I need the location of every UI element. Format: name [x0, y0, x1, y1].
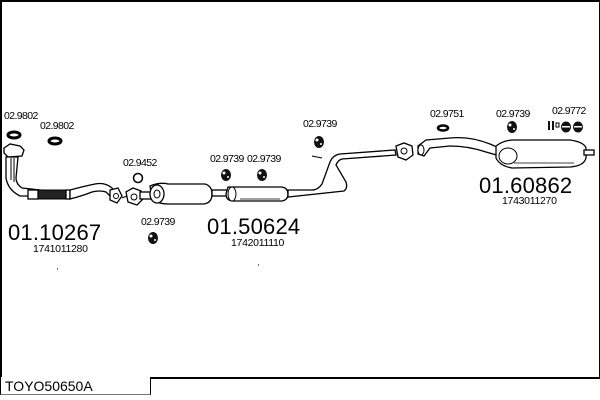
middle-silencer-part[interactable] [121, 142, 414, 206]
accessory-ref: 02.9802 [40, 120, 74, 132]
pipe-collar [27, 189, 39, 200]
accessory-ref: 02.9739 [141, 216, 175, 228]
accessory-ref: 02.9739 [210, 153, 244, 165]
rear-silencer-body [495, 139, 587, 169]
gasket-ring-icon [47, 136, 63, 146]
oe-number: 1742011110 [231, 237, 285, 249]
part-number[interactable]: 01.60862 [479, 173, 573, 198]
rubber-hanger-icon [507, 121, 517, 133]
part-number[interactable]: 01.50624 [207, 214, 301, 239]
accessory-ref: 02.9739 [247, 153, 281, 165]
rubber-hanger-icon [257, 169, 267, 181]
tailpipe [583, 149, 595, 156]
manifold-flange [3, 143, 25, 158]
drawing-id-box: TOYO50650A [0, 377, 151, 395]
rear-silencer-part[interactable] [417, 136, 595, 169]
rubber-hanger-icon [148, 232, 158, 244]
front-pipe-part[interactable] [3, 143, 123, 204]
gasket-ring-icon [6, 130, 22, 140]
o-ring-icon [132, 172, 144, 184]
rear-inlet-pipe [417, 136, 505, 157]
silencer-body-2 [225, 186, 289, 202]
rubber-hanger-icon [221, 169, 231, 181]
flex-section [37, 189, 67, 200]
marker-dot [57, 268, 58, 270]
part-number[interactable]: 01.10267 [8, 220, 102, 245]
gasket-ring-icon [436, 124, 450, 132]
middle-outlet-pipe [287, 149, 397, 198]
accessory-ref: 02.9452 [123, 157, 157, 169]
mounting-kit-icon [548, 121, 583, 133]
oe-number: 1741011280 [33, 243, 88, 255]
rubber-hanger-icon [314, 136, 324, 148]
accessory-ref: 02.9802 [4, 110, 38, 122]
accessory-ref: 02.9739 [303, 118, 337, 130]
marker-dot [258, 264, 259, 266]
oe-number: 1743011270 [502, 195, 557, 207]
accessory-ref: 02.9772 [552, 105, 586, 117]
accessory-ref: 02.9739 [496, 108, 530, 120]
accessory-ref: 02.9751 [430, 108, 464, 120]
